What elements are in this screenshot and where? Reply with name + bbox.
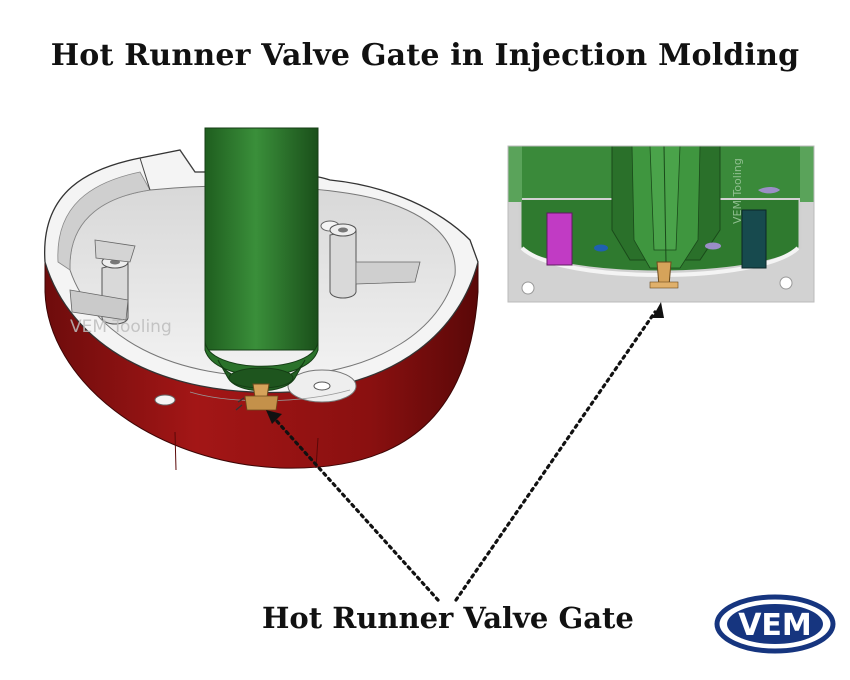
vem-logo-text: VEM	[738, 608, 812, 643]
inset-cross-section: VEM Tooling	[508, 146, 814, 302]
boss-right	[329, 229, 357, 299]
inset-magenta-insert	[546, 212, 573, 266]
arrow-to-main-gate	[272, 416, 440, 602]
page-title: Hot Runner Valve Gate in Injection Moldi…	[50, 38, 800, 73]
arrowhead-inset	[652, 302, 664, 318]
main-watermark: VEM Tooling	[70, 317, 172, 337]
callout-label: Hot Runner Valve Gate	[262, 601, 634, 635]
arrow-to-inset-gate	[454, 310, 657, 602]
callout-arrows	[266, 302, 664, 602]
inset-watermark: VEM Tooling	[731, 158, 744, 224]
vem-logo: VEM	[714, 594, 836, 654]
nozzle-body	[204, 127, 319, 351]
hot-runner-nozzle	[204, 127, 319, 411]
arrowhead-main	[266, 410, 282, 424]
inset-teal-insert	[741, 209, 767, 269]
